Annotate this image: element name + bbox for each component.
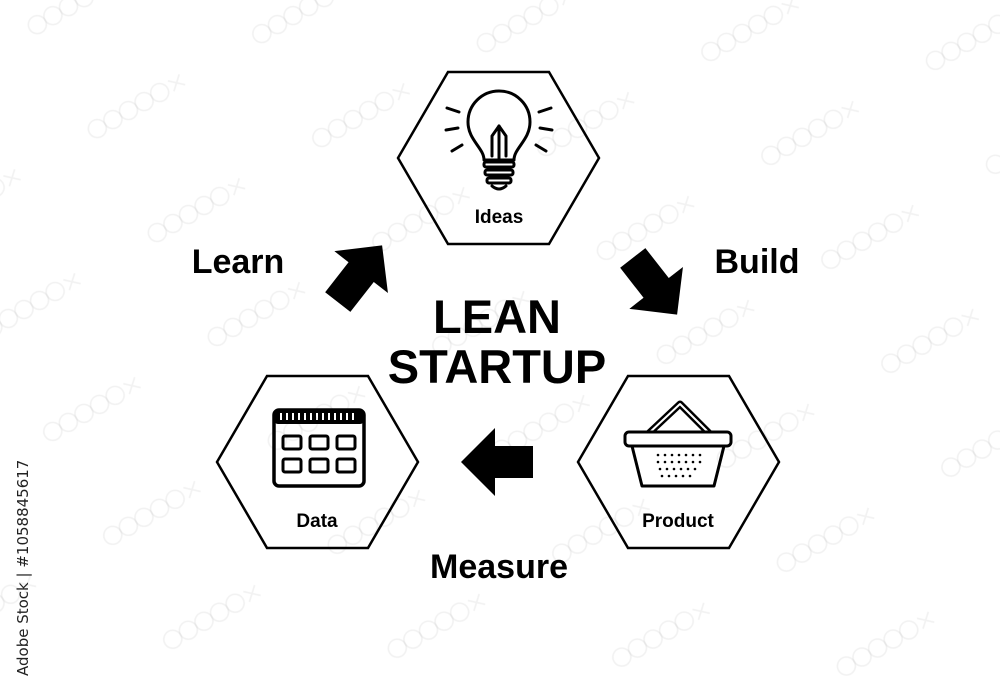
step-label-learn: Learn	[192, 243, 285, 281]
stock-number: #1058845617	[14, 459, 32, 568]
title-line-1: LEAN	[433, 290, 561, 343]
arrow-measure-icon	[461, 428, 533, 496]
stage-label-ideas: Ideas	[475, 207, 524, 228]
stage-label-product: Product	[642, 511, 714, 532]
step-label-measure: Measure	[430, 548, 568, 586]
stage-label-data: Data	[296, 511, 338, 532]
stage-data: Data	[215, 374, 420, 550]
stage-ideas: Ideas	[396, 70, 601, 246]
step-label-build: Build	[715, 243, 800, 281]
calendar-grid-icon	[272, 408, 366, 488]
stock-asset-id: Adobe Stock | #1058845617	[10, 436, 36, 676]
arrow-build-icon	[620, 248, 683, 315]
title-line-2: STARTUP	[388, 340, 606, 393]
stage-product: Product	[576, 374, 781, 550]
arrow-learn-icon	[325, 245, 388, 312]
stock-separator: |	[14, 567, 32, 578]
stock-brand: Adobe Stock	[14, 582, 32, 676]
